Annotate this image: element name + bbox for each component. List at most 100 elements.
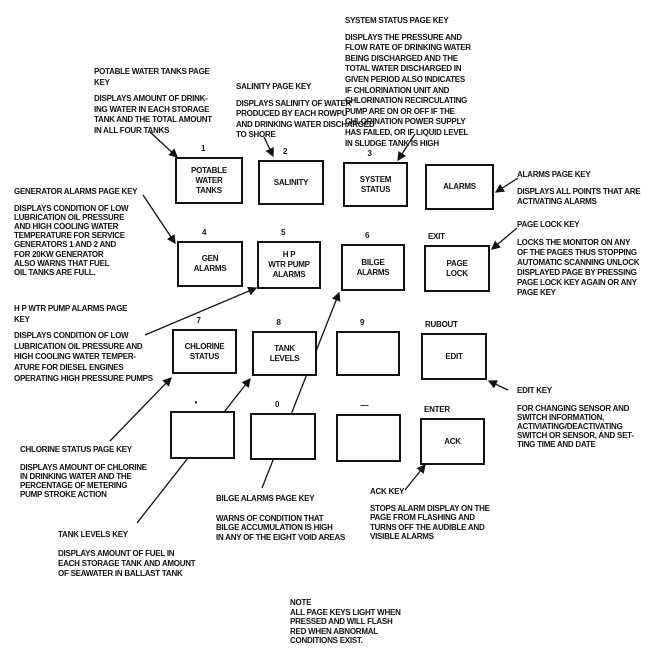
text-line: CHLORINATION RECIRCULATING — [345, 96, 468, 106]
text-line: PAGE KEY — [517, 287, 556, 297]
callout-bilge: BILGE ALARMS PAGE KEY WARNS OF CONDITION… — [216, 494, 345, 542]
text-line: SWITCH INFORMATION, — [517, 412, 605, 422]
text-line: ALL PAGE KEYS LIGHT WHEN — [290, 607, 401, 617]
text-line: AUTOMATIC SCANNING UNLOCK — [517, 257, 640, 267]
text-line: ATURE FOR DIESEL ENGINES — [14, 362, 124, 372]
text-line: BEING DISCHARGED AND THE — [345, 53, 458, 63]
key-number-label: 4 — [202, 228, 207, 237]
text-line: PRESSED AND WILL FLASH — [290, 617, 393, 626]
key-number-label: 8 — [276, 318, 281, 327]
key-ack[interactable]: ACK — [420, 418, 485, 465]
callout-alarms: ALARMS PAGE KEY DISPLAYS ALL POINTS THAT… — [517, 170, 641, 208]
key-label: ACK — [444, 436, 461, 446]
text-line: OF THE PAGES THUS STOPPING — [517, 247, 637, 257]
text-line: KEY — [94, 77, 110, 87]
text-line: SWITCH OR SENSOR, AND SET- — [517, 430, 634, 440]
key-label: TANKS — [196, 185, 222, 195]
key-label: GEN — [201, 254, 219, 263]
text-line: DISPLAYS AMOUNT OF FUEL IN — [58, 548, 175, 558]
text-line: AND DRINKING WATER DISCHARGED — [236, 119, 375, 129]
callout-title: TANK LEVELS KEY — [58, 530, 128, 539]
arrow-salinity — [263, 136, 274, 158]
callout-title: CHLORINE STATUS PAGE KEY — [20, 445, 132, 454]
key-label: BILGE — [361, 257, 385, 267]
text-lines: DISPLAYS AMOUNT OF DRINK-ING WATER IN EA… — [94, 94, 212, 136]
text-line: TO SHORE — [236, 130, 276, 140]
key-number-label: 6 — [365, 231, 370, 240]
key-number-label: ENTER — [424, 405, 450, 414]
text-line: LUBRICATION OIL PRESSURE AND — [14, 341, 143, 351]
key-label: STATUS — [360, 184, 391, 194]
arrow-system-status — [397, 133, 416, 162]
text-line: FLOW RATE OF DRINKING WATER — [345, 43, 471, 53]
text-line: TOTAL WATER DISCHARGED IN — [345, 64, 462, 74]
callout-title: EDIT KEY — [517, 386, 552, 395]
callout-title: GENERATOR ALARMS PAGE KEY — [14, 187, 138, 196]
key-blank-dot[interactable] — [170, 411, 235, 459]
callout-title: ACK KEY — [370, 487, 405, 496]
text-line: AND HIGH COOLING WATER — [14, 222, 119, 231]
text-line: PERCENTAGE OF METERING — [20, 480, 128, 490]
callout-salinity: SALINITY PAGE KEY DISPLAYS SALINITY OF W… — [236, 82, 375, 141]
key-label: ALARMS — [193, 264, 227, 273]
text-line: GENERATORS 1 AND 2 AND — [14, 240, 117, 250]
key-blank-dash[interactable] — [336, 414, 401, 462]
callout-title: SALINITY PAGE KEY — [236, 82, 312, 91]
arrow-edit — [487, 380, 509, 391]
key-label: H P — [282, 250, 296, 259]
text-line: RED WHEN ABNORMAL — [290, 626, 378, 636]
key-edit[interactable]: EDIT — [421, 333, 487, 380]
text-line: EACH STORAGE TANK AND AMOUNT — [58, 558, 196, 568]
key-blank-9[interactable] — [336, 331, 400, 376]
text-line: BILGE ACCUMULATION IS HIGH — [216, 523, 333, 533]
key-number-label: 7 — [196, 316, 201, 325]
key-alarms[interactable]: ALARMS — [425, 164, 494, 210]
arrow-alarms — [494, 177, 519, 193]
key-salinity[interactable]: SALINITY — [258, 160, 324, 205]
text-line: NOTE — [290, 598, 312, 607]
text-line: LUBRICATION OIL PRESSURE — [14, 212, 125, 222]
text-line: ALSO WARNS THAT FUEL — [14, 258, 110, 268]
text-line: WARNS OF CONDITION THAT — [216, 513, 324, 523]
text-line: PAGE FROM FLASHING AND — [370, 513, 475, 523]
text-line: TEMPERATURE FOR SERVICE — [14, 231, 125, 241]
key-label: WATER — [195, 175, 223, 185]
callout-title: PAGE LOCK KEY — [517, 220, 580, 229]
text-line: IN ALL FOUR TANKS — [94, 125, 170, 135]
text-line: ING WATER IN EACH STORAGE — [94, 104, 210, 114]
callout-system-status: SYSTEM STATUS PAGE KEY DISPLAYS THE PRES… — [345, 16, 471, 149]
text-line: IF CHLORINATION UNIT AND — [345, 85, 450, 95]
text-line: FOR 20KW GENERATOR — [14, 249, 104, 259]
text-line: TING TIME AND DATE — [517, 439, 596, 449]
text-line: IN SLUDGE TANK IS HIGH — [345, 138, 439, 148]
arrow-ack — [404, 463, 426, 491]
callout-title: BILGE ALARMS PAGE KEY — [216, 494, 315, 503]
text-line: ACTIVIATING/DEACTIVATING — [517, 421, 623, 431]
key-label: PAGE — [446, 258, 468, 268]
key-number-label: 3 — [367, 149, 372, 158]
key-blank-0[interactable] — [250, 413, 316, 460]
arrow-page-lock — [491, 227, 518, 250]
key-label: SYSTEM — [359, 174, 392, 184]
arrow-potable — [149, 131, 178, 158]
text-line: PRODUCED BY EACH ROWPU — [236, 109, 348, 119]
key-label: STATUS — [189, 351, 220, 361]
